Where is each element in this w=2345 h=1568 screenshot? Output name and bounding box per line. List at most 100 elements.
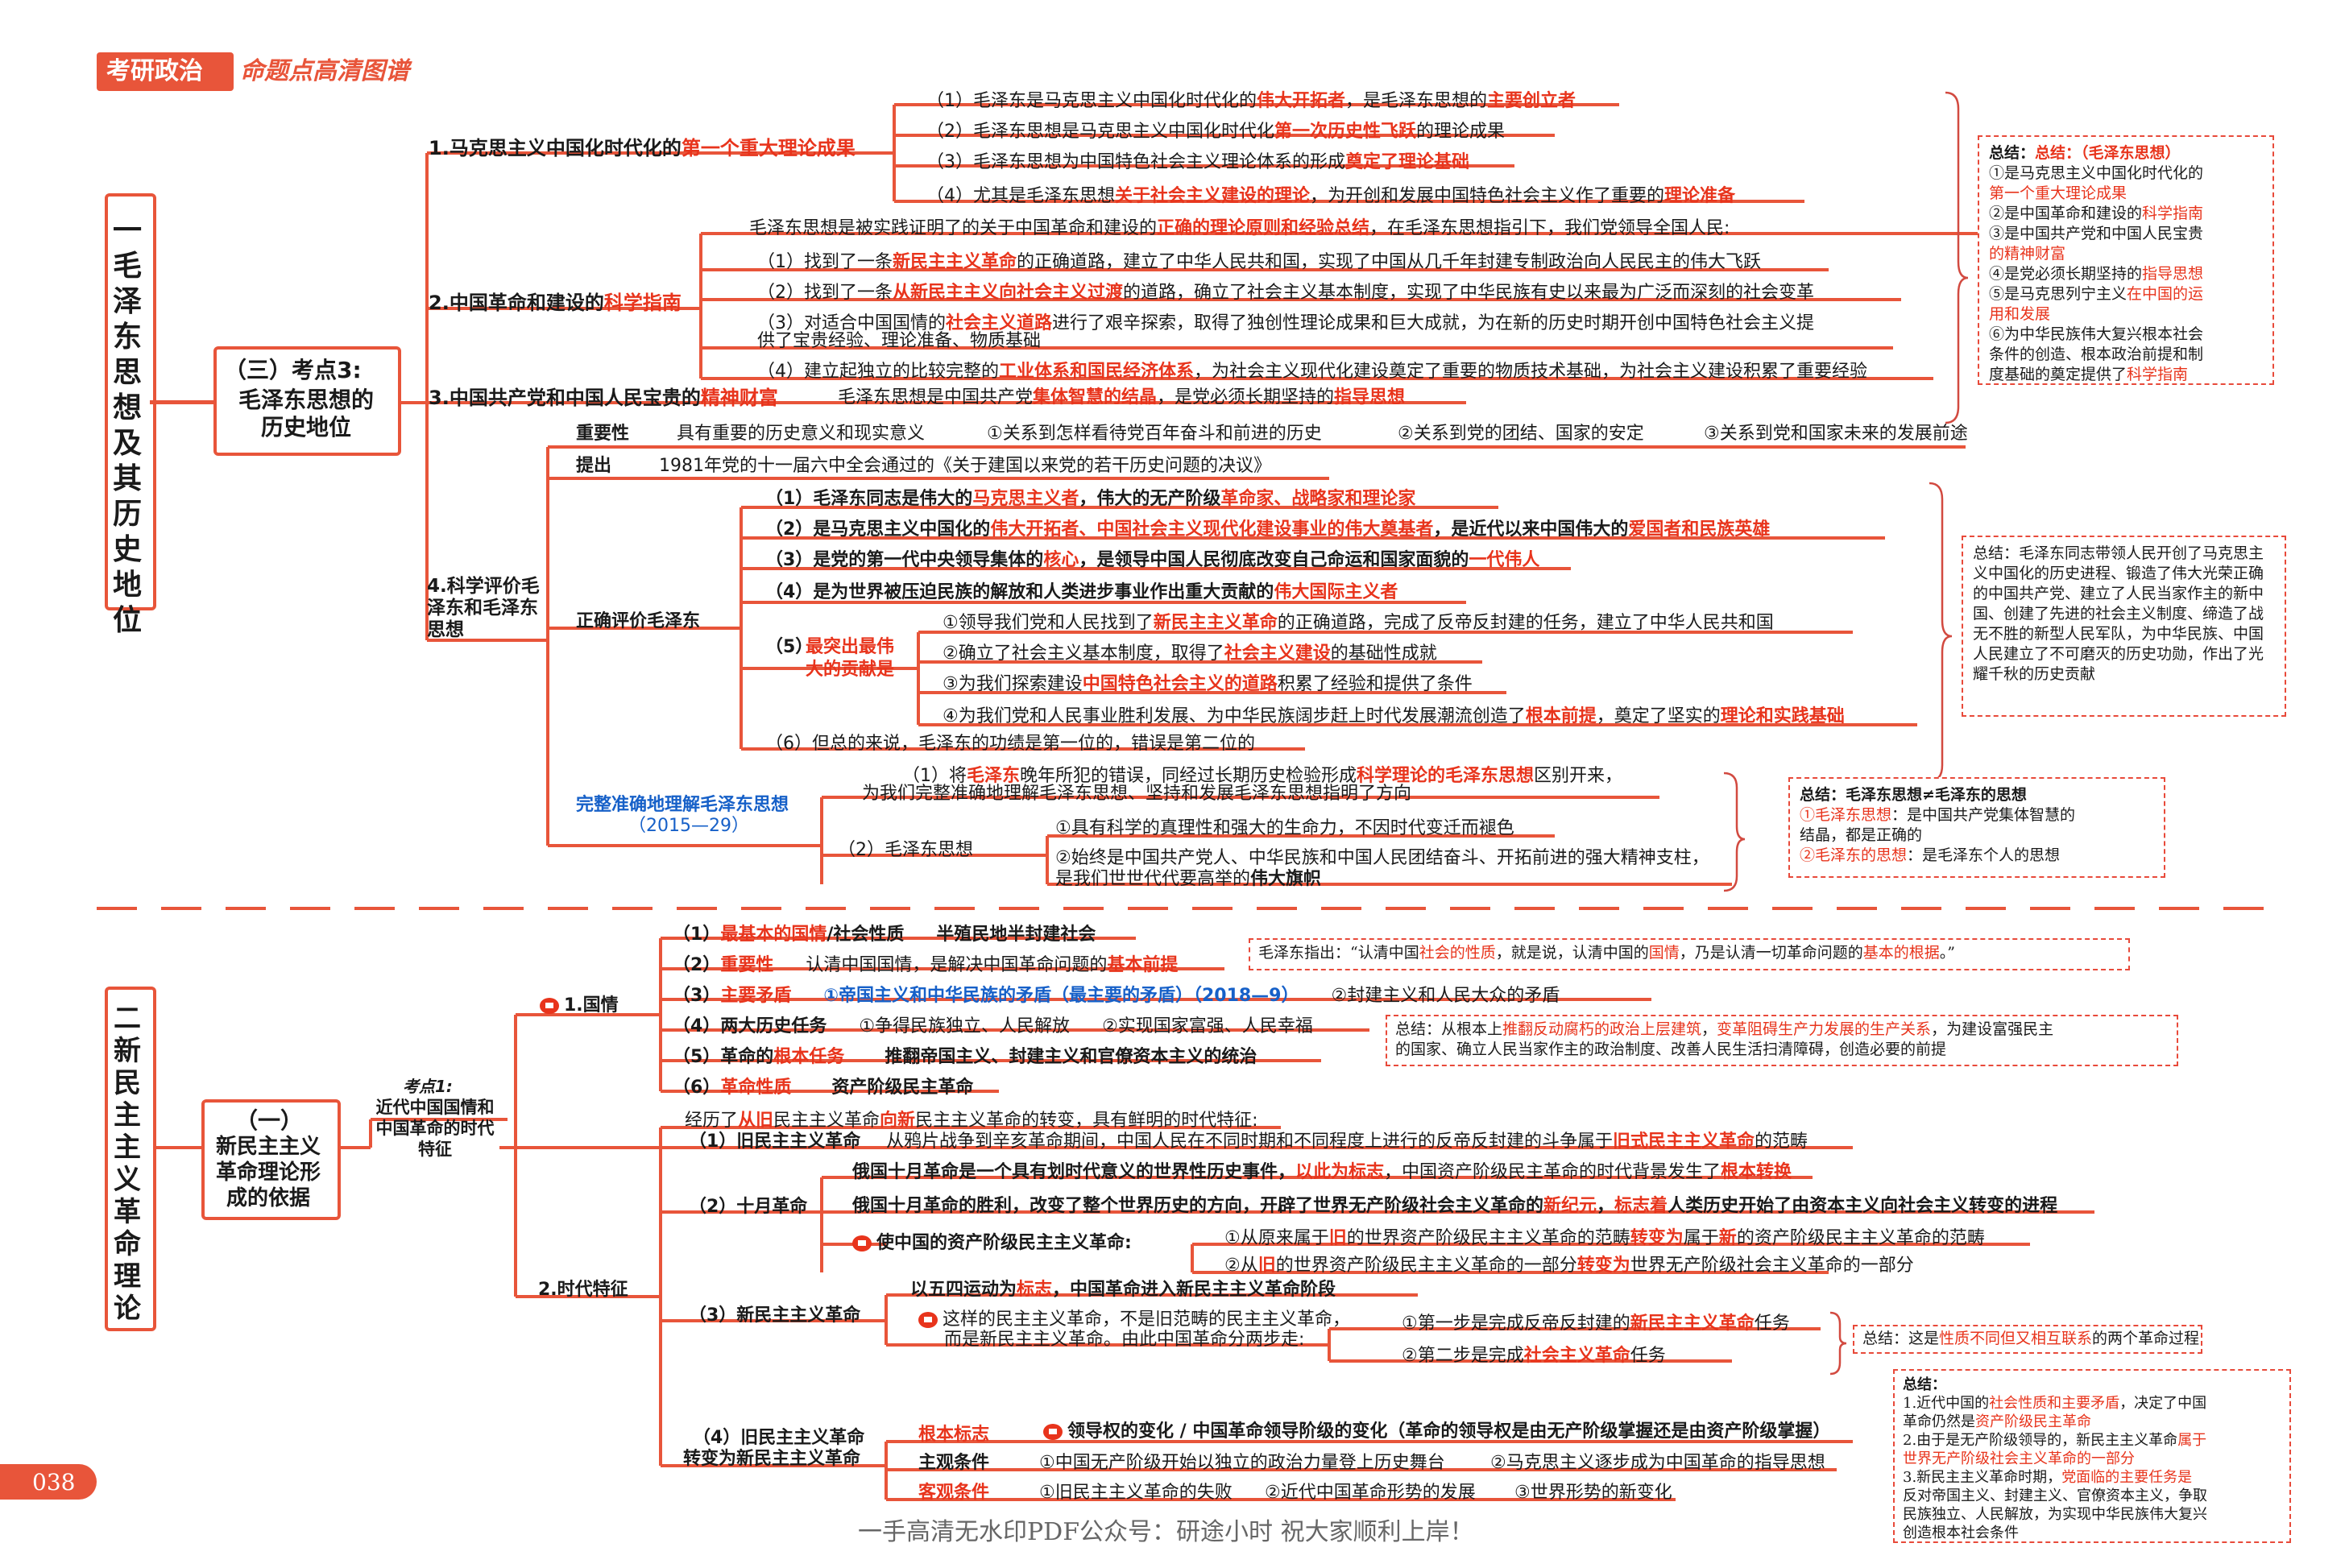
- national-conditions-label: 1.国情: [540, 995, 619, 1017]
- branch-1-title: 1.马克思主义中国化时代化的第一个重大理论成果: [429, 137, 856, 159]
- era-feature-label: 2.时代特征: [538, 1280, 628, 1300]
- b2-item-3b: 供了宝贵经验、理论准备、物质基础: [757, 331, 1042, 351]
- b1-item-2: （2）毛泽东思想是马克思主义中国化时代化第一次历史性飞跃的理论成果: [926, 122, 1506, 142]
- summary-3-line-2: 结晶，都是正确的: [1800, 826, 1923, 844]
- section-3-title: 毛泽东思想的历史地位: [238, 387, 374, 441]
- october-b: 俄国十月革命的胜利，改变了整个世界历史的方向，开辟了世界无产阶级社会主义革命的新…: [852, 1196, 2058, 1216]
- chapter-1-connector: [150, 400, 214, 404]
- summary-1-line: ④是党必须长期坚持的指导思想: [1989, 265, 2204, 283]
- b2-item-3: （3）对适合中国国情的社会主义道路进行了艰辛探索，取得了独创性理论成果和巨大成就…: [757, 313, 1815, 333]
- gq-5: （5）革命的根本任务推翻帝国主义、封建主义和官僚资本主义的统治: [673, 1047, 1257, 1067]
- contribution-1: ①领导我们党和人民找到了新民主主义革命的正确道路，完成了反帝反封建的任务，建立了…: [943, 613, 1774, 633]
- summary-1-line: ③是中国共产党和中国人民宝贵: [1989, 225, 2204, 242]
- summary-6-l1: 1.近代中国的社会性质和主要矛盾，决定了中国: [1903, 1395, 2207, 1412]
- summary-1-line: 第一个重大理论成果: [1989, 184, 2127, 202]
- b1-item-1: （1）毛泽东是马克思主义中国化时代化的伟大开拓者，是毛泽东思想的主要创立者: [926, 91, 1576, 111]
- footer-watermark: 一手高清无水印PDF公众号：研途小时 祝大家顺利上岸！: [858, 1518, 1474, 1546]
- proposed-label: 提出: [576, 456, 612, 476]
- contribution-2: ②确立了社会主义基本制度，取得了社会主义建设的基础性成就: [943, 643, 1437, 664]
- b2-item-4: （4）建立起独立的比较完整的工业体系和国民经济体系，为社会主义现代化建设奠定了重…: [757, 362, 1868, 382]
- kaodian-1-title: 近代中国国情和中国革命的时代特征: [375, 1098, 495, 1159]
- root-mark-label: 根本标志: [918, 1425, 990, 1445]
- summary-4-line-1: 总结：从根本上推翻反动腐朽的政治上层建筑，变革阻碍生产力发展的生产关系，为建设富…: [1395, 1020, 2054, 1038]
- eval-3: （3）是党的第一代中央领导集体的核心，是领导中国人民彻底改变自己命运和国家面貌的…: [765, 550, 1540, 570]
- subjective-1: ①中国无产阶级开始以独立的政治力量登上历史舞台: [1039, 1453, 1445, 1473]
- summary-1-line: 用和发展: [1989, 305, 2051, 323]
- october-c1: ①从原来属于旧的世界资产阶级民主主义革命的范畴转变为属于新的资产阶级民主主义革命…: [1224, 1228, 1985, 1248]
- importance-1: 具有重要的历史意义和现实意义: [677, 424, 926, 444]
- section-3-number: （三）考点3:: [224, 357, 362, 383]
- subjective-label: 主观条件: [918, 1453, 990, 1473]
- full-1: （1）将毛泽东晚年所犯的错误，同经过长期历史检验形成科学理论的毛泽东思想区别开来…: [902, 766, 1623, 786]
- new-democratic-label: （3）新民主主义革命: [689, 1305, 861, 1326]
- proposed-text: 1981年党的十一届六中全会通过的《关于建国以来党的若干历史问题的决议》: [659, 456, 1271, 476]
- root-mark-text: 领导权的变化 / 中国革命领导阶级的变化（革命的领导权是由无产阶级掌握还是由资产…: [1043, 1421, 1830, 1443]
- summary-3-line-1: ①毛泽东思想：是中国共产党集体智慧的: [1800, 806, 2076, 824]
- objective-3: ③世界形势的新变化: [1514, 1483, 1672, 1503]
- summary-2: 总结：毛泽东同志带领人民开创了马克思主义中国化的历史进程、锻造了伟大光荣正确的中…: [1962, 536, 2286, 717]
- b3-text: 毛泽东思想是中国共产党集体智慧的结晶，是党必须长期坚持的指导思想: [838, 387, 1406, 408]
- chapter-2-title: 二 新民主主义革命理论: [114, 1003, 141, 1325]
- full-1b: 为我们完整准确地理解毛泽东思想、坚持和发展毛泽东思想指明了方向: [862, 784, 1412, 804]
- mao-quote: 毛泽东指出：“认清中国社会的性质，就是说，认清中国的国情，乃是认清一切革命问题的…: [1249, 938, 2130, 970]
- section-3-box: [213, 346, 401, 456]
- october-c: 使中国的资产阶级民主主义革命:: [852, 1232, 1132, 1255]
- gq-1: （1）最基本的国情/社会性质半殖民地半封建社会: [673, 925, 1096, 945]
- eval-label: 正确评价毛泽东: [576, 611, 701, 631]
- full-2b: ②始终是中国共产党人、中华民族和中国人民团结奋斗、开拓前进的强大精神支柱，: [1055, 848, 1709, 868]
- october-a: 俄国十月革命是一个具有划时代意义的世界性历史事件，以此为标志，中国资产阶级民主革…: [852, 1162, 1792, 1182]
- summary-4-line-2: 的国家、确立人民当家作主的政治制度、改善人民生活扫清障碍，创造必要的前提: [1395, 1041, 1947, 1058]
- new-democratic-b: 这样的民主主义革命，不是旧范畴的民主主义革命，: [918, 1309, 1350, 1331]
- full-2a: ①具有科学的真理性和强大的生命力，不因时代变迁而褪色: [1055, 818, 1514, 838]
- eval-6: （6）但总的来说，毛泽东的功绩是第一位的，错误是第二位的: [765, 734, 1255, 754]
- b1-item-4: （4）尤其是毛泽东思想关于社会主义建设的理论，为开创和发展中国特色社会主义作了重…: [926, 186, 1736, 206]
- october-label: （2）十月革命: [689, 1197, 808, 1217]
- branch-3-title: 3.中国共产党和中国人民宝贵的精神财富: [429, 387, 778, 409]
- eval-4: （4）是为世界被压迫民族的解放和人类进步事业作出重大贡献的伟大国际主义者: [765, 582, 1398, 602]
- flag-icon: [540, 998, 559, 1014]
- eval-5-title: 最突出最伟大的贡献是: [806, 637, 895, 680]
- importance-4: ③关系到党和国家未来的发展前途: [1704, 424, 1968, 444]
- summary-6-l7: 民族独立、人民解放，为实现中华民族伟大复兴: [1903, 1506, 2207, 1523]
- full-2-label: （2）毛泽东思想: [838, 840, 973, 860]
- summary-1-line: ①是马克思主义中国化时代化的: [1989, 164, 2204, 182]
- new-democratic-a: 以五四运动为标志，中国革命进入新民主主义革命阶段: [910, 1280, 1336, 1300]
- transition-label-1: （4）旧民主主义革命: [693, 1428, 865, 1448]
- b2-intro: 毛泽东思想是被实践证明了的关于中国革命和建设的正确的理论原则和经验总结，在毛泽东…: [749, 218, 1730, 238]
- b1-item-3: （3）毛泽东思想为中国特色社会主义理论体系的形成奠定了理论基础: [926, 152, 1470, 172]
- flag-icon: [1043, 1424, 1063, 1440]
- step-1: ①第一步是完成反帝反封建的新民主主义革命任务: [1402, 1314, 1790, 1334]
- full-2c: 是我们世世代代要高举的伟大旗帜: [1055, 869, 1322, 889]
- summary-6-l3: 2.由于是无产阶级领导的，新民主主义革命属于: [1903, 1432, 2207, 1449]
- summary-6-l5: 3.新民主主义革命时期，党面临的主要任务是: [1903, 1469, 2193, 1486]
- flag-icon: [918, 1312, 938, 1328]
- summary-1-line: 度基础的奠定提供了科学指南: [1989, 366, 2189, 383]
- objective-1: ①旧民主主义革命的失败: [1039, 1483, 1233, 1503]
- b2-item-1: （1）找到了一条新民主主义革命的正确道路，建立了中华人民共和国，实现了中国从几千…: [757, 252, 1762, 272]
- contribution-3: ③为我们探索建设中国特色社会主义的道路积累了经验和提供了条件: [943, 674, 1473, 694]
- summary-5: 总结：这是性质不同但又相互联系的两个革命过程: [1853, 1325, 2202, 1354]
- summary-6-l6: 反对帝国主义、封建主义、官僚资本主义，争取: [1903, 1487, 2207, 1504]
- eval-2: （2）是马克思主义中国化的伟大开拓者、中国社会主义现代化建设事业的伟大奠基者，是…: [765, 519, 1771, 540]
- old-democratic-label: （1）旧民主主义革命: [689, 1132, 861, 1152]
- october-c2: ②从旧的世界资产阶级民主主义革命的一部分转变为世界无产阶级社会主义革命的一部分: [1224, 1256, 1914, 1276]
- transition-label-2: 转变为新民主主义革命: [683, 1449, 861, 1469]
- summary-3-line-3: ②毛泽东的思想：是毛泽东个人的思想: [1800, 846, 2061, 864]
- kaodian-1-num: 考点1:: [403, 1077, 453, 1096]
- summary-6-l2: 革命仍然是资产阶级民主革命: [1903, 1413, 2091, 1430]
- objective-label: 客观条件: [918, 1483, 990, 1503]
- contribution-4: ④为我们党和人民事业胜利发展、为中华民族阔步赶上时代发展潮流创造了根本前提，奠定…: [943, 706, 1845, 726]
- full-understand-label: 完整准确地理解毛泽东思想: [576, 795, 789, 815]
- page-number-tab: [0, 1464, 97, 1500]
- brand-label: 考研政治: [106, 57, 203, 85]
- importance-2: ①关系到怎样看待党百年奋斗和前进的历史: [987, 424, 1322, 444]
- flag-icon: [852, 1235, 872, 1252]
- eval-1: （1）毛泽东同志是伟大的马克思主义者，伟大的无产阶级革命家、战略家和理论家: [765, 489, 1416, 509]
- summary-1-line: ⑥为中华民族伟大复兴根本社会: [1989, 325, 2204, 343]
- section-1-box: [201, 1099, 341, 1220]
- old-democratic-text: 从鸦片战争到辛亥革命期间，中国人民在不同时期和不同程度上进行的反帝反封建的斗争属…: [886, 1132, 1808, 1152]
- summary-1-title: 总结：总结：（毛泽东思想）: [1989, 144, 2181, 162]
